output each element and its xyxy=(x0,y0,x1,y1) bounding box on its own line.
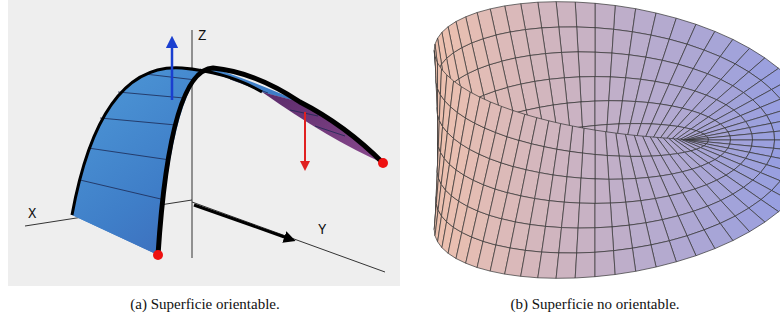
surface-edge xyxy=(72,68,262,215)
strip-cell xyxy=(578,52,595,77)
strip-cell xyxy=(578,203,595,228)
y-axis-arrow xyxy=(194,205,290,239)
strip-cell xyxy=(595,77,610,102)
strip-cell xyxy=(614,248,636,274)
strip-cell xyxy=(575,252,595,278)
surface-grid xyxy=(80,69,345,200)
strip-cell xyxy=(595,155,609,180)
caption: (b) Superficie no orientable. xyxy=(510,296,679,313)
strip-cell xyxy=(567,151,583,178)
strip-cell xyxy=(581,101,595,127)
strip-cell xyxy=(595,203,612,228)
strip-cell xyxy=(581,153,595,179)
strip-cell xyxy=(612,225,632,251)
strip-cell xyxy=(577,27,595,52)
strip-cell xyxy=(595,3,615,29)
axis-label: X xyxy=(28,206,36,222)
panel-ground xyxy=(8,0,400,286)
strip-cell xyxy=(577,228,595,253)
strip-cell xyxy=(562,202,580,228)
strip-cell xyxy=(564,177,581,203)
strip-cell xyxy=(752,132,775,140)
strip-cell xyxy=(708,136,731,140)
strip-cell xyxy=(549,175,567,202)
strip-cell xyxy=(556,253,577,278)
strip-cell xyxy=(595,52,612,77)
strip-cell xyxy=(557,124,573,152)
strip-cell xyxy=(583,128,596,154)
strip-cell xyxy=(595,227,614,252)
strip-cell xyxy=(559,228,578,253)
strip-cell xyxy=(538,252,559,278)
caption: (a) Superficie orientable. xyxy=(130,296,280,313)
surface-dark xyxy=(262,92,383,163)
strip-cell xyxy=(610,202,629,227)
strip-cell xyxy=(595,28,614,53)
strip-cell xyxy=(609,179,626,203)
strip-cell xyxy=(559,27,578,52)
y-axis xyxy=(192,202,385,272)
normal-vector xyxy=(171,42,174,100)
mobius-strip xyxy=(434,2,780,279)
strip-cell xyxy=(614,6,636,32)
strip-cell xyxy=(575,2,595,28)
strip-cell xyxy=(595,130,607,155)
strip-cell xyxy=(730,134,753,140)
normal-vector xyxy=(304,112,306,166)
corner-dot xyxy=(378,158,388,168)
corner-dot xyxy=(153,250,163,260)
axis-label: Z xyxy=(198,28,206,44)
surface-edge xyxy=(158,68,383,255)
strip-cell xyxy=(542,226,562,253)
axis-label: Y xyxy=(318,222,326,238)
strip-cell xyxy=(580,178,595,203)
strip-cell xyxy=(546,201,565,228)
strip-cell xyxy=(632,245,656,271)
strip-cell xyxy=(595,251,615,277)
strip-cell xyxy=(629,223,651,248)
strip-cell xyxy=(595,179,610,204)
strip-cell xyxy=(435,57,438,89)
strip-cell xyxy=(595,101,609,126)
strip-cell xyxy=(556,2,577,27)
strip-cell xyxy=(606,132,620,156)
strip-cell xyxy=(607,156,622,180)
strip-cell xyxy=(580,77,595,102)
z-axis xyxy=(192,30,193,258)
